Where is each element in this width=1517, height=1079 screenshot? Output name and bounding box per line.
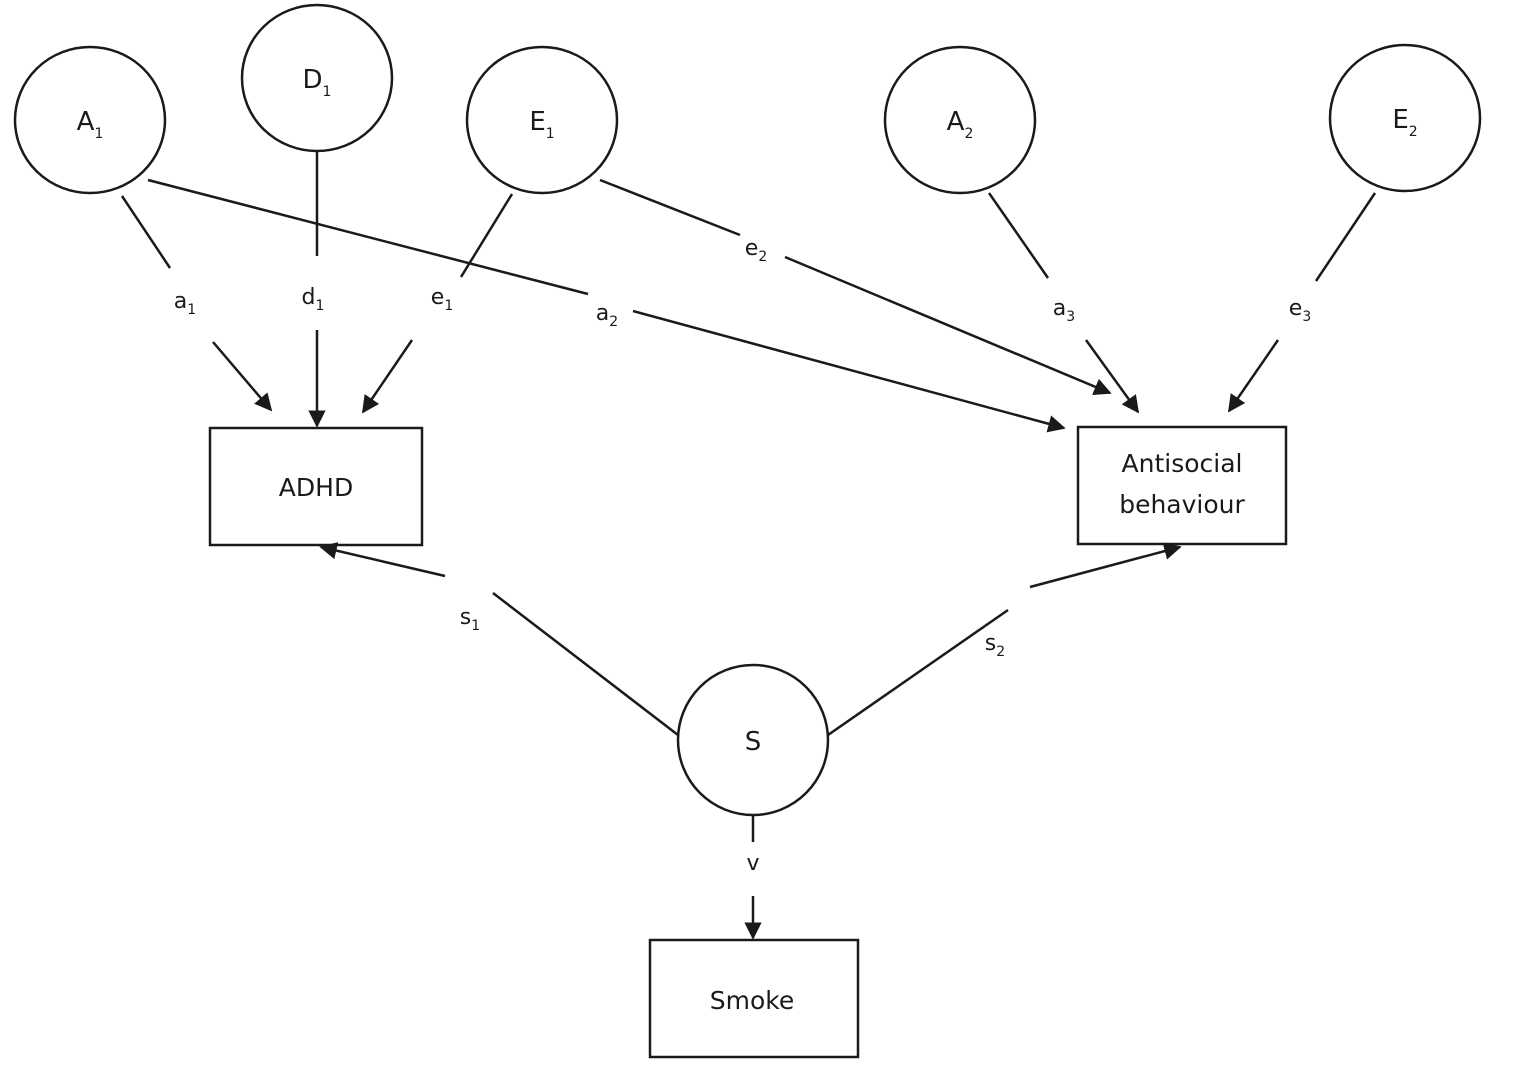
svg-text:S: S — [745, 727, 762, 757]
svg-text:E1: E1 — [529, 107, 554, 142]
path-label-s2: s2 — [985, 631, 1005, 660]
path-label-v: v — [746, 851, 759, 876]
svg-text:behaviour: behaviour — [1119, 490, 1245, 519]
path-a2: a2 — [147, 178, 1066, 433]
path-label-e1: e1 — [431, 285, 453, 314]
latent-node-D1: D1 — [240, 3, 394, 153]
svg-text:ADHD: ADHD — [279, 473, 353, 502]
svg-text:D1: D1 — [303, 65, 332, 100]
path-e3: e3 — [1227, 192, 1377, 413]
path-label-s1: s1 — [460, 605, 480, 634]
path-a1: a1 — [120, 195, 273, 412]
path-label-a3: a3 — [1053, 296, 1075, 325]
path-label-a1: a1 — [174, 289, 196, 318]
path-label-a2: a2 — [596, 301, 618, 330]
path-a3: a3 — [987, 192, 1140, 414]
path-s2: s2 — [827, 542, 1182, 737]
svg-text:Smoke: Smoke — [710, 986, 795, 1015]
path-e2: e2 — [599, 178, 1112, 395]
svg-text:A1: A1 — [77, 107, 104, 142]
path-v: v — [744, 815, 762, 940]
latent-node-A2: A2 — [883, 45, 1037, 195]
path-label-e3: e3 — [1289, 296, 1311, 325]
path-e1: e1 — [361, 193, 514, 414]
latent-node-S: S — [676, 663, 830, 817]
latent-node-E1: E1 — [465, 45, 619, 195]
latent-node-A1: A1 — [13, 45, 167, 195]
observed-node-antisocial-behaviour: Antisocial behaviour — [1076, 425, 1288, 546]
path-d1: d1 — [302, 151, 326, 428]
latent-node-E2: E2 — [1328, 43, 1482, 193]
svg-text:A2: A2 — [947, 107, 974, 142]
path-s1: s1 — [319, 542, 679, 736]
path-label-d1: d1 — [302, 285, 325, 314]
observed-node-smoke: Smoke — [648, 938, 860, 1059]
path-label-e2: e2 — [745, 236, 767, 265]
svg-text:E2: E2 — [1392, 105, 1417, 140]
observed-node-adhd: ADHD — [208, 426, 424, 547]
svg-text:Antisocial: Antisocial — [1122, 449, 1243, 478]
